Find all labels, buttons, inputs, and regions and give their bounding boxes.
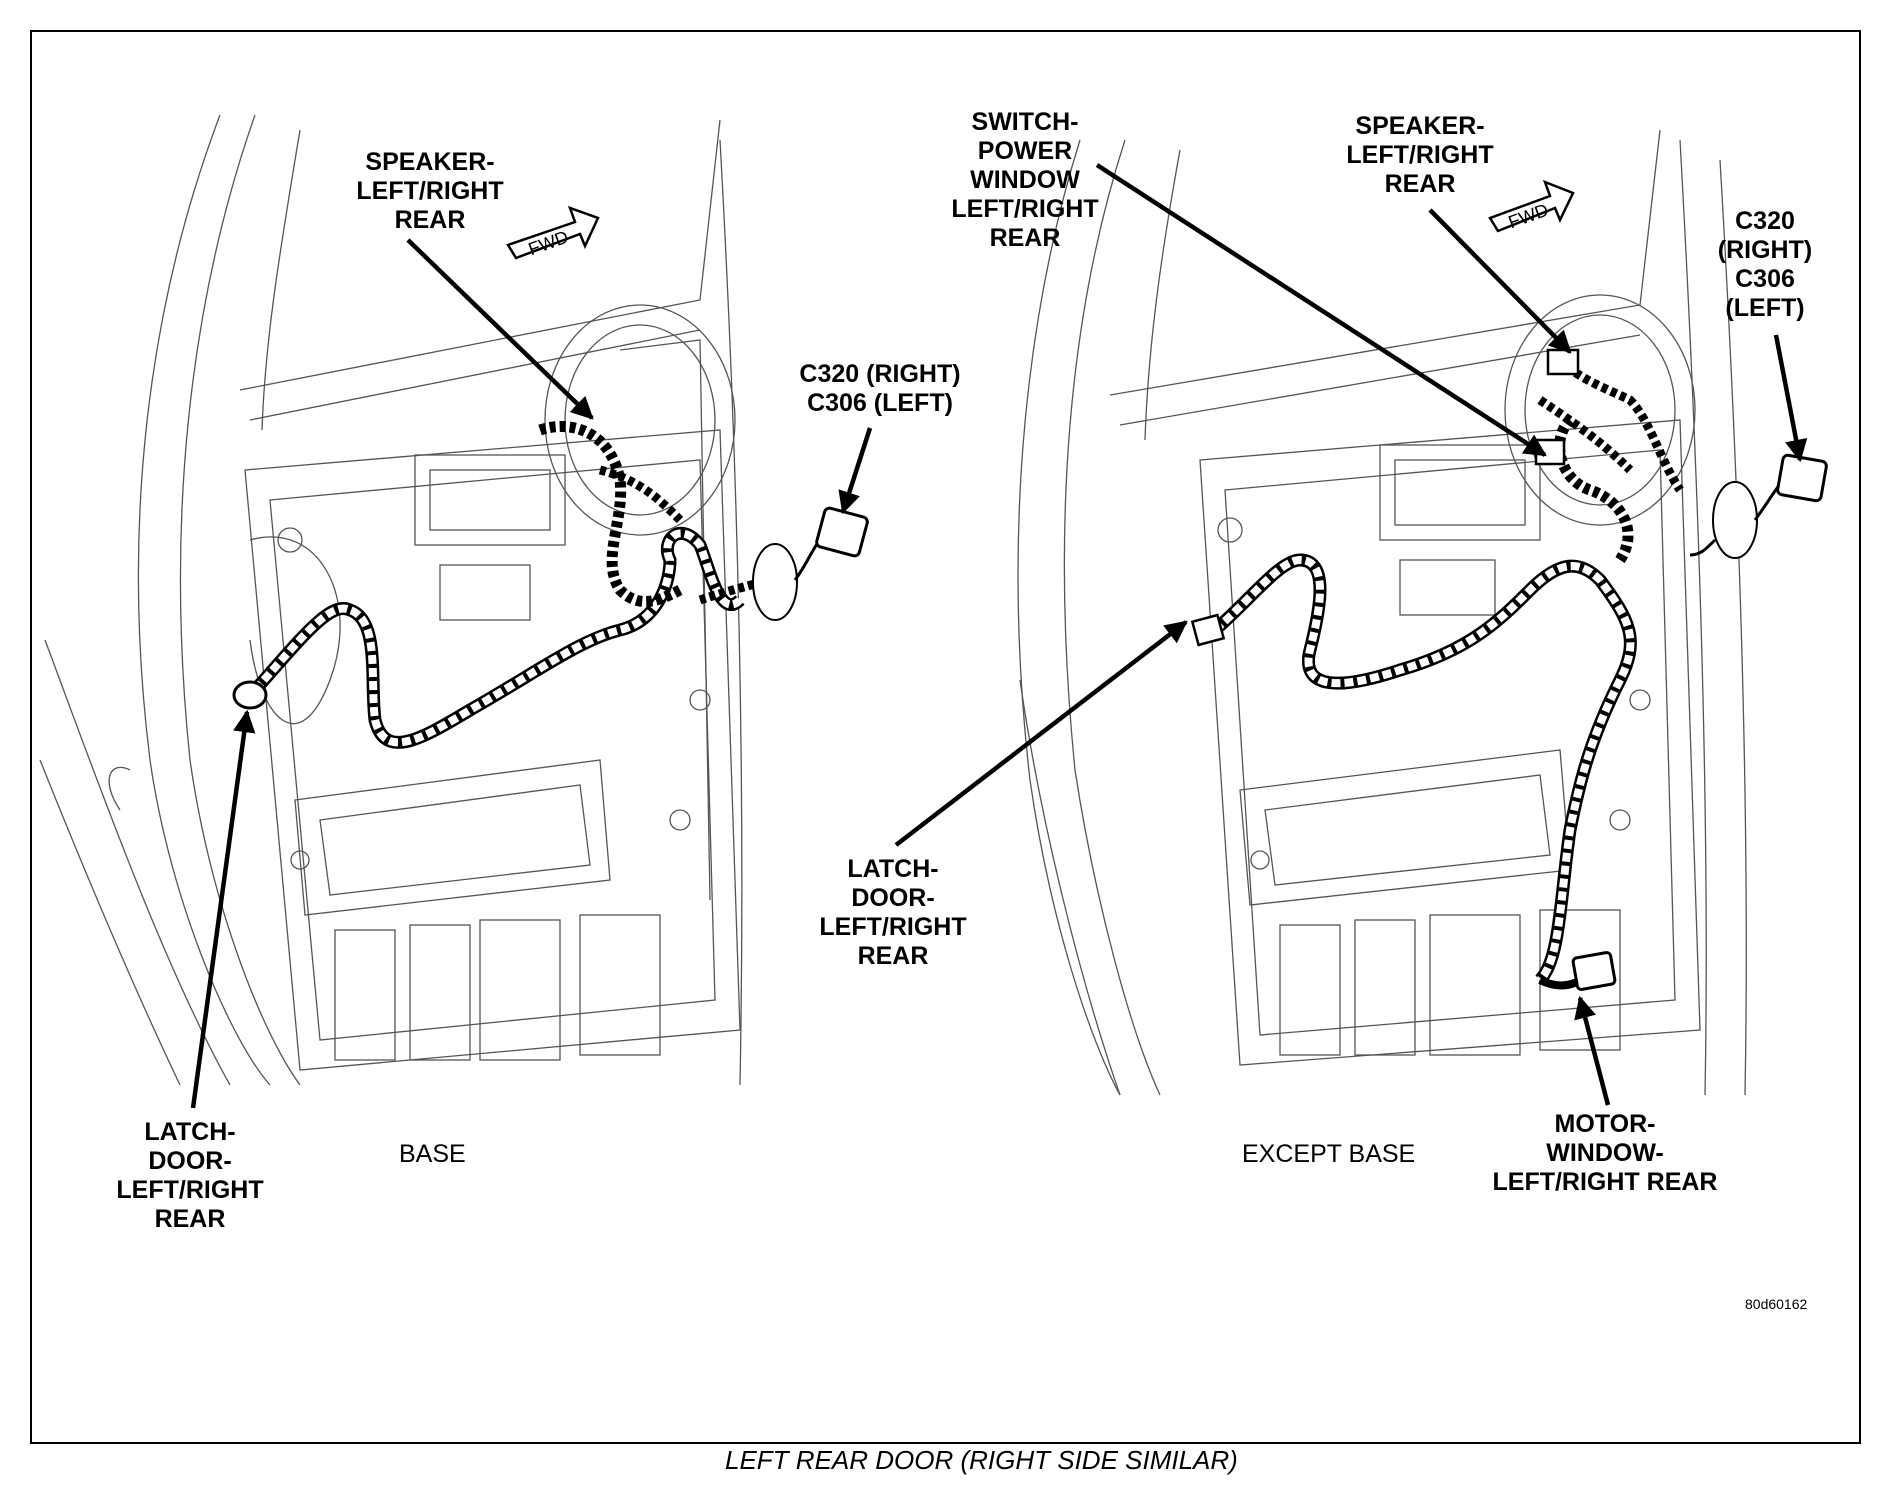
speaker-connector-except-base	[1534, 348, 1580, 466]
latch-callout-base: LATCH- DOOR- LEFT/RIGHT REAR	[90, 1118, 290, 1234]
callout-line: REAR	[394, 206, 466, 234]
variant-label-except-base: EXCEPT BASE	[1242, 1140, 1416, 1168]
callout-line: WINDOW-	[1546, 1139, 1664, 1167]
callout-line: LATCH-	[144, 1118, 236, 1146]
callout-line: SPEAKER-	[1355, 112, 1485, 140]
callout-line: REAR	[154, 1205, 226, 1233]
fwd-label-base: FWD	[526, 227, 571, 260]
callout-line: LATCH-	[847, 855, 939, 883]
callout-line: LEFT/RIGHT	[116, 1176, 264, 1204]
door-connector-base	[752, 506, 869, 621]
speaker-callout-except-base: SPEAKER- LEFT/RIGHT REAR	[1320, 112, 1520, 199]
callout-line: REAR	[989, 224, 1061, 252]
callout-line: SPEAKER-	[365, 148, 495, 176]
callout-line: REAR	[1384, 170, 1456, 198]
callout-line: LEFT/RIGHT	[356, 177, 504, 205]
motor-callout-except-base: MOTOR- WINDOW- LEFT/RIGHT REAR	[1470, 1110, 1740, 1197]
figure-caption: LEFT REAR DOOR (RIGHT SIDE SIMILAR)	[725, 1445, 1238, 1475]
callout-line: C306 (LEFT)	[807, 389, 953, 417]
door-connector-except-base	[1689, 453, 1828, 559]
connector-callout-base: C320 (RIGHT) C306 (LEFT)	[780, 360, 980, 418]
leader-lines-except-base	[894, 163, 1808, 1106]
callout-line: (RIGHT)	[1717, 236, 1813, 264]
figure-id: 80d60162	[1745, 1296, 1808, 1312]
callout-line: WINDOW	[970, 166, 1080, 194]
variant-label-base: BASE	[399, 1140, 466, 1168]
callout-line: C320	[1735, 207, 1795, 235]
callout-line: DOOR-	[851, 884, 935, 912]
callout-line: C306	[1735, 265, 1795, 293]
wiring-harness-except-base	[1210, 356, 1684, 990]
latch-connector-base	[232, 680, 268, 710]
door-panel-base	[39, 114, 743, 1086]
connector-callout-except-base: C320 (RIGHT) C306 (LEFT)	[1690, 207, 1840, 323]
callout-line: LEFT/RIGHT	[819, 913, 967, 941]
callout-line: DOOR-	[148, 1147, 232, 1175]
figure-frame	[30, 30, 1861, 1444]
callout-line: LEFT/RIGHT	[951, 195, 1099, 223]
wiring-harness-base	[250, 421, 792, 749]
callout-line: SWITCH-	[971, 108, 1079, 136]
door-panel-except-base	[1017, 129, 1747, 1096]
motor-connector-except-base	[1571, 951, 1617, 991]
latch-connector-except-base	[1190, 613, 1226, 647]
switch-callout-except-base: SWITCH- POWER WINDOW LEFT/RIGHT REAR	[925, 108, 1125, 253]
callout-line: LEFT/RIGHT	[1346, 141, 1494, 169]
callout-line: POWER	[977, 137, 1073, 165]
latch-callout-except-base: LATCH- DOOR- LEFT/RIGHT REAR	[793, 855, 993, 971]
fwd-label-except-base: FWD	[1506, 200, 1551, 233]
speaker-callout-base: SPEAKER- LEFT/RIGHT REAR	[330, 148, 530, 235]
callout-line: (LEFT)	[1725, 294, 1805, 322]
leader-lines-base	[190, 238, 873, 1109]
callout-line: C320 (RIGHT)	[799, 360, 961, 388]
callout-line: LEFT/RIGHT REAR	[1492, 1168, 1718, 1196]
callout-line: REAR	[857, 942, 929, 970]
callout-line: MOTOR-	[1554, 1110, 1656, 1138]
